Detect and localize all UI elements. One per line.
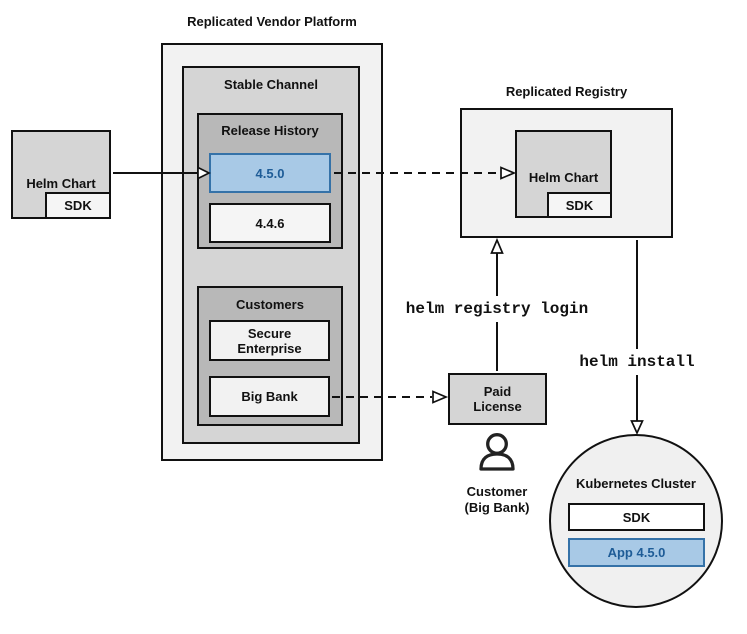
cluster-app-box: App 4.5.0 [568,538,705,567]
stable-channel-label: Stable Channel [224,77,318,92]
vendor-platform-title: Replicated Vendor Platform [187,14,357,29]
paid-license-label: Paid License [473,384,522,414]
release-item-4-5-0: 4.5.0 [209,153,331,193]
release-item-4-4-6: 4.4.6 [209,203,331,243]
source-sdk-box: SDK [45,192,111,219]
command-helm-install: helm install [577,349,697,375]
customers-label: Customers [236,297,304,312]
customer-caption-line2: (Big Bank) [464,500,530,515]
customer-item-secure-enterprise: Secure Enterprise [209,320,330,361]
person-icon [479,433,515,471]
customer-caption-line1: Customer [466,484,528,499]
command-registry-login: helm registry login [396,296,598,322]
cluster-sdk-box: SDK [568,503,705,531]
customer-caption: Customer (Big Bank) [447,484,547,516]
customer-item-big-bank: Big Bank [209,376,330,417]
arrow-registry-to-cluster [630,240,644,436]
registry-helm-chart-label: Helm Chart [528,170,599,185]
registry-sdk-box: SDK [547,192,612,218]
release-history-label: Release History [221,123,319,138]
paid-license-box: Paid License [448,373,547,425]
kubernetes-cluster-label: Kubernetes Cluster [576,476,696,491]
customer-item-label: Secure Enterprise [237,325,302,356]
source-helm-chart-label: Helm Chart [26,176,96,191]
registry-title: Replicated Registry [505,84,628,99]
